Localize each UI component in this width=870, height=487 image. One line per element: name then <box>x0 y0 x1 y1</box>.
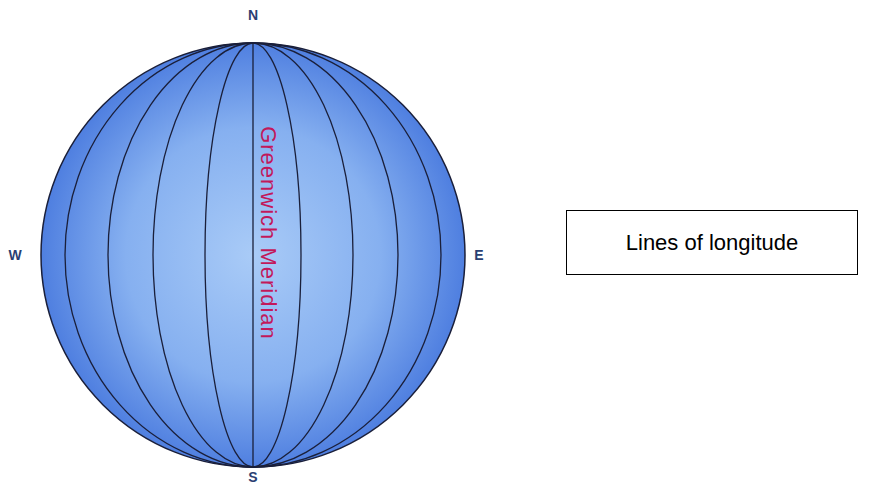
globe: Greenwich Meridian <box>40 42 466 468</box>
compass-letter: S <box>248 469 257 485</box>
box-text: Lines of longitude <box>626 230 798 256</box>
compass-letter: N <box>248 7 258 23</box>
globe-outline <box>41 43 465 467</box>
meridian-line <box>205 43 301 467</box>
meridian-line <box>153 43 353 467</box>
globe-drawing <box>40 42 466 468</box>
compass-letter: W <box>8 247 21 263</box>
compass-letter: E <box>474 247 483 263</box>
meridian-line <box>65 43 441 467</box>
meridian-line <box>108 43 398 467</box>
meridian-label: Greenwich Meridian <box>257 126 279 340</box>
label-box: Lines of longitude <box>566 210 858 275</box>
prime-meridian-line <box>252 43 253 467</box>
